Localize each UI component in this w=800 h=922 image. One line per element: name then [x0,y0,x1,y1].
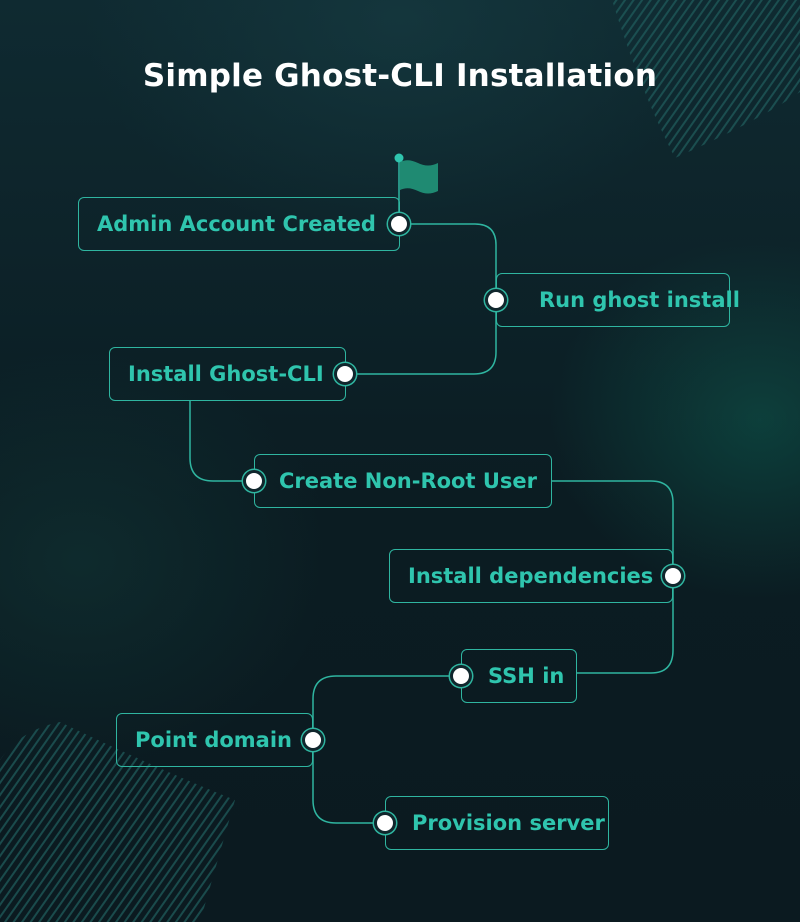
step-install-dependencies: Install dependencies [389,549,673,603]
page-title: Simple Ghost-CLI Installation [142,58,658,94]
step-label: SSH in [488,664,565,688]
connector-dot [450,665,472,687]
connector-dot [662,565,684,587]
connector-dot [374,812,396,834]
step-label: Install Ghost-CLI [128,362,324,386]
step-label: Provision server [412,811,605,835]
connector-dot [302,729,324,751]
step-create-non-root-user: Create Non-Root User [254,454,552,508]
step-point-domain: Point domain [116,713,313,767]
step-install-ghost-cli: Install Ghost-CLI [109,347,346,401]
step-label: Install dependencies [408,564,654,588]
step-label: Run ghost install [539,288,740,312]
step-provision-server: Provision server [385,796,609,850]
connector-dot [485,289,507,311]
step-admin-account-created: Admin Account Created [78,197,400,251]
step-run-ghost-install: Run ghost install [496,273,740,327]
step-label: Create Non-Root User [279,469,537,493]
flag-icon [394,153,438,194]
connector-dot [334,363,356,385]
connector-dot [388,213,410,235]
step-label: Point domain [135,728,292,752]
connector-dot [243,470,265,492]
step-label: Admin Account Created [97,212,376,236]
step-ssh-in: SSH in [461,649,577,703]
